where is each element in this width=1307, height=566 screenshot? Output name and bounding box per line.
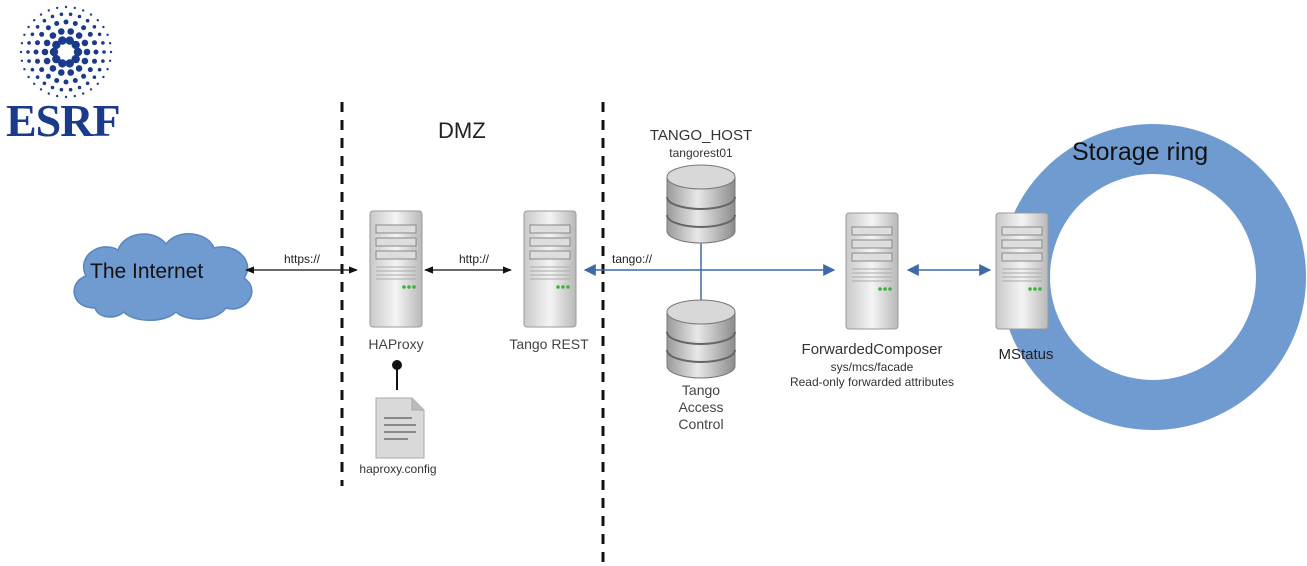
config-link-dot (392, 360, 402, 370)
access-control-line2: Access (678, 399, 724, 415)
tango-protocol-label: tango:// (612, 252, 653, 266)
esrf-logo-icon (19, 5, 113, 99)
haproxy-label: HAProxy (368, 336, 424, 352)
mstatus-server-icon[interactable] (995, 212, 1049, 330)
logo-text: ESRF (6, 95, 121, 146)
access-control-database-icon[interactable] (666, 299, 736, 379)
https-label: https:// (284, 252, 321, 266)
tango-rest-server-icon[interactable] (523, 210, 577, 328)
tango-host-label: TANGO_HOST (649, 127, 753, 144)
forwarded-composer-sub2: Read-only forwarded attributes (789, 375, 955, 389)
storage-ring-label: Storage ring (1072, 138, 1209, 166)
tango-host-database-icon[interactable] (666, 164, 736, 244)
forwarded-composer-server-icon[interactable] (845, 212, 899, 330)
document-icon[interactable] (375, 397, 425, 459)
forwarded-composer-sub1: sys/mcs/facade (830, 360, 914, 374)
mstatus-label: MStatus (998, 346, 1054, 363)
internet-label: The Internet (90, 260, 204, 283)
access-control-line3: Control (678, 416, 724, 432)
haproxy-server-icon[interactable] (369, 210, 423, 328)
tango-host-sublabel: tangorest01 (669, 146, 733, 160)
config-label: haproxy.config (359, 462, 437, 476)
dmz-label: DMZ (438, 118, 486, 143)
http-label: http:// (459, 252, 490, 266)
storage-ring (1000, 124, 1306, 430)
access-control-label: Tango Access Control (651, 382, 751, 433)
cloud-icon (73, 233, 253, 321)
tango-rest-label: Tango REST (509, 336, 589, 352)
forwarded-composer-label: ForwardedComposer (801, 341, 943, 358)
access-control-line1: Tango (681, 382, 721, 398)
